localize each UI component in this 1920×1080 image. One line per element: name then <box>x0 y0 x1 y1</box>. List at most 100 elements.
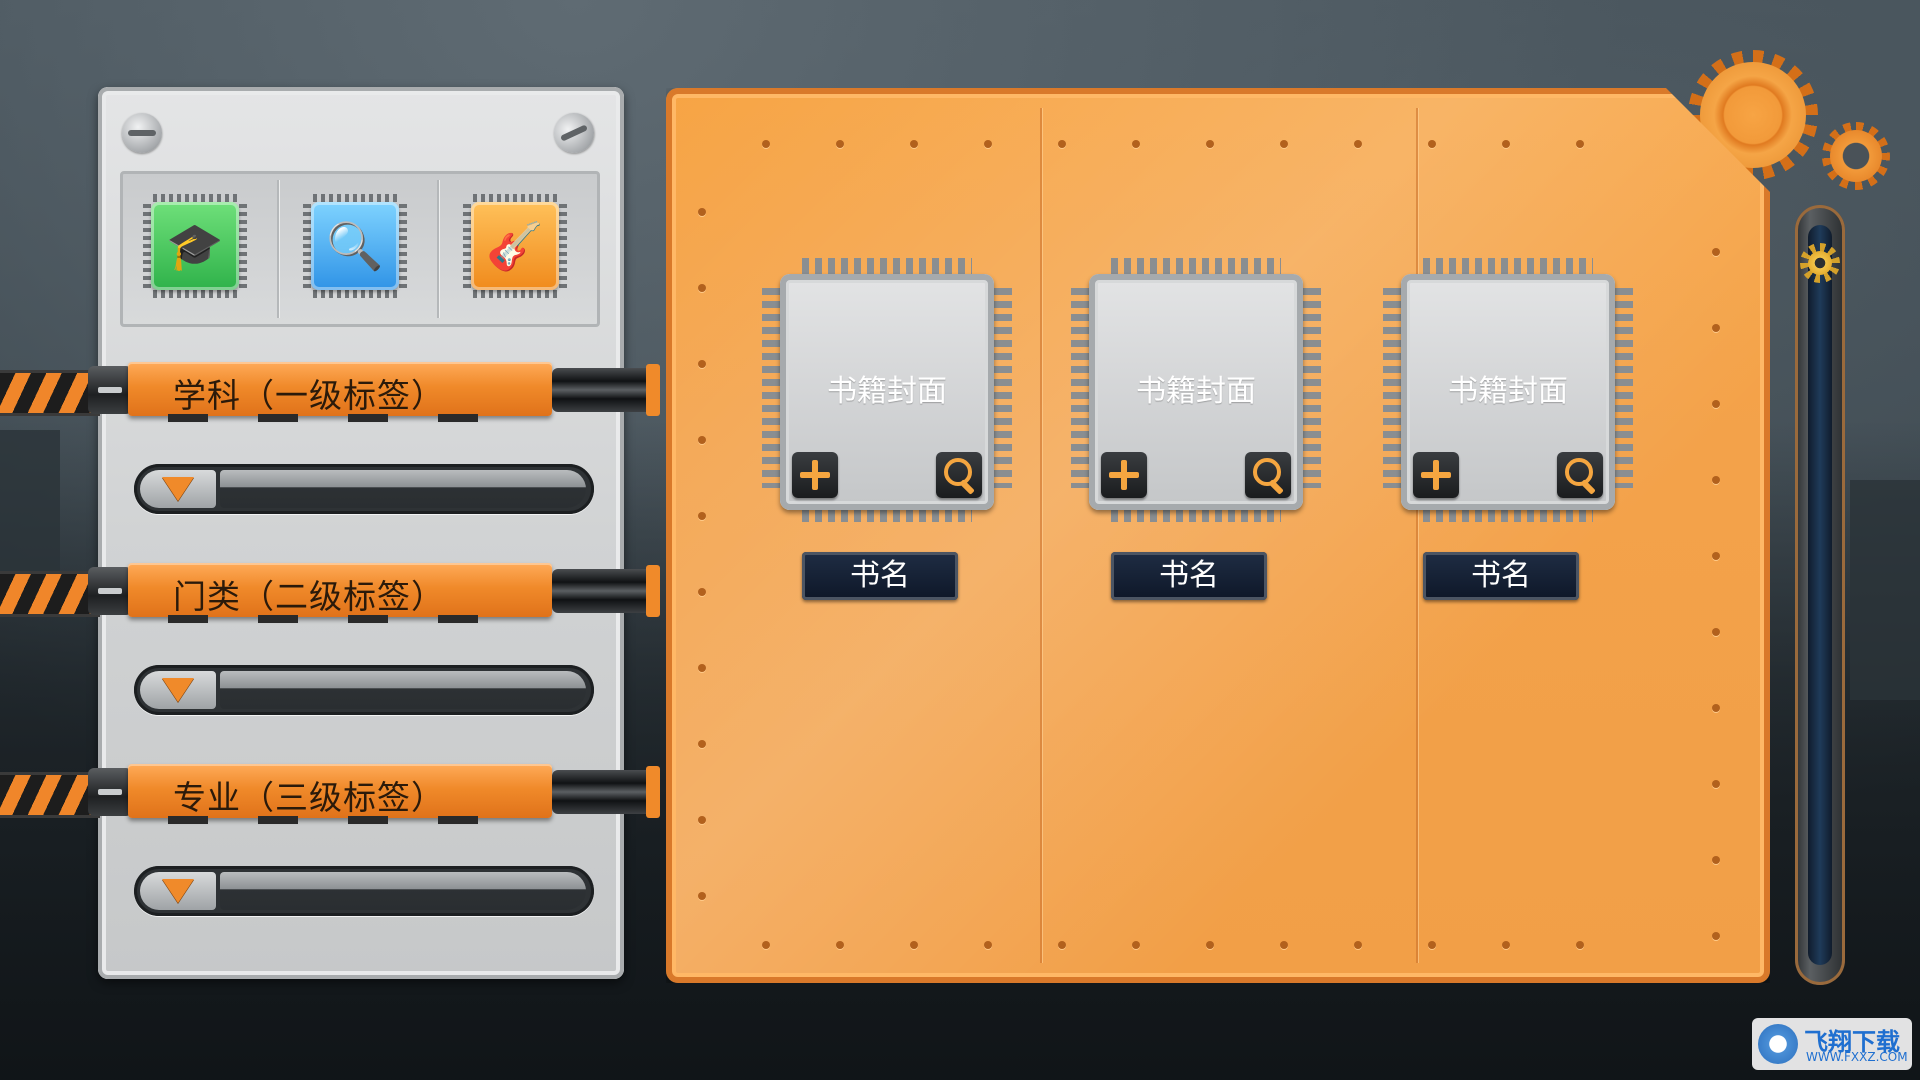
dropdown-toggle[interactable] <box>140 671 216 709</box>
plus-icon <box>800 460 830 490</box>
rivet <box>910 941 918 949</box>
rivet <box>698 436 706 444</box>
book-name: 书名 <box>802 552 958 600</box>
rivet <box>762 941 770 949</box>
pipe-connector <box>552 766 660 818</box>
triangle-down-icon <box>162 477 194 501</box>
category-icon-tray: 🎓 🔍 🎸 <box>120 171 600 327</box>
book-cover[interactable]: 书籍封面 <box>780 274 994 510</box>
rivet <box>1712 856 1720 864</box>
magnifier-icon <box>1565 458 1593 486</box>
rivet <box>1502 941 1510 949</box>
plus-icon <box>1109 460 1139 490</box>
book-cover-text: 书籍封面 <box>827 374 947 409</box>
triangle-down-icon <box>162 879 194 903</box>
major-dropdown[interactable] <box>134 866 594 916</box>
category-label-bar-1: 学科（一级标签） <box>0 360 660 422</box>
magnifier-icon <box>1253 458 1281 486</box>
rivet <box>1502 140 1510 148</box>
rivet <box>836 140 844 148</box>
rivet <box>1058 941 1066 949</box>
add-book-button[interactable] <box>792 452 838 498</box>
rivet <box>984 941 992 949</box>
view-book-button[interactable] <box>936 452 982 498</box>
rivet <box>698 360 706 368</box>
book-shelf-board: 书籍封面 书名 书籍封面 书名 书籍封面 书名 <box>666 88 1770 983</box>
plus-icon <box>1421 460 1451 490</box>
view-book-button[interactable] <box>1557 452 1603 498</box>
rivet <box>1576 140 1584 148</box>
category-label-discipline: 门类（二级标签） <box>173 577 445 616</box>
book-card[interactable]: 书籍封面 书名 <box>1071 254 1321 600</box>
rivet <box>1206 941 1214 949</box>
book-card[interactable]: 书籍封面 书名 <box>1383 254 1633 600</box>
clamp <box>88 768 132 816</box>
pipe-connector <box>552 565 660 617</box>
background-building <box>0 430 60 590</box>
dropdown-toggle[interactable] <box>140 470 216 508</box>
rivet <box>1280 941 1288 949</box>
document-search-icon: 🔍 <box>311 202 399 290</box>
background-building <box>1850 480 1920 700</box>
rivet <box>698 512 706 520</box>
hazard-stripe <box>0 772 100 818</box>
watermark: 飞翔下载 WWW.FXXZ.COM <box>1752 1018 1912 1070</box>
book-cover[interactable]: 书籍封面 <box>1089 274 1303 510</box>
rivet <box>1712 324 1720 332</box>
rivet <box>1712 400 1720 408</box>
small-gear-icon <box>1822 122 1890 190</box>
rivet <box>1280 140 1288 148</box>
rivet <box>698 892 706 900</box>
music-category-button[interactable]: 🎸 <box>463 194 567 298</box>
view-book-button[interactable] <box>1245 452 1291 498</box>
rivet <box>1712 476 1720 484</box>
category-label-major: 专业（三级标签） <box>173 778 445 817</box>
rivet <box>1354 140 1362 148</box>
rivet <box>1712 628 1720 636</box>
rivet <box>1132 941 1140 949</box>
triangle-down-icon <box>162 678 194 702</box>
magnifier-icon <box>944 458 972 486</box>
rivet <box>1712 780 1720 788</box>
rivet <box>836 941 844 949</box>
document-search-button[interactable]: 🔍 <box>303 194 407 298</box>
subject-dropdown[interactable] <box>134 464 594 514</box>
rivet <box>1058 140 1066 148</box>
rivet <box>698 208 706 216</box>
scroll-track[interactable] <box>1808 225 1832 965</box>
gear-scroll-thumb-icon[interactable] <box>1800 243 1840 283</box>
dropdown-toggle[interactable] <box>140 872 216 910</box>
book-card[interactable]: 书籍封面 书名 <box>762 254 1012 600</box>
graduation-cap-icon: 🎓 <box>151 202 239 290</box>
vertical-scrollbar[interactable] <box>1795 205 1845 985</box>
site-logo-icon <box>1758 1024 1798 1064</box>
rivet <box>1354 941 1362 949</box>
rivet <box>1428 941 1436 949</box>
subject-category-button[interactable]: 🎓 <box>143 194 247 298</box>
filter-panel: 🎓 🔍 🎸 <box>98 87 624 979</box>
rivet <box>698 664 706 672</box>
rivet <box>1206 140 1214 148</box>
discipline-dropdown[interactable] <box>134 665 594 715</box>
rivet <box>1712 552 1720 560</box>
book-cover-text: 书籍封面 <box>1448 374 1568 409</box>
book-name: 书名 <box>1111 552 1267 600</box>
add-book-button[interactable] <box>1101 452 1147 498</box>
watermark-brand: 飞翔下载 <box>1804 1028 1900 1056</box>
hazard-stripe <box>0 571 100 617</box>
rivet <box>762 140 770 148</box>
add-book-button[interactable] <box>1413 452 1459 498</box>
book-name: 书名 <box>1423 552 1579 600</box>
hazard-stripe <box>0 370 100 416</box>
category-label-subject: 学科（一级标签） <box>173 376 445 415</box>
book-cover[interactable]: 书籍封面 <box>1401 274 1615 510</box>
screw-icon <box>122 113 162 153</box>
clamp <box>88 366 132 414</box>
rivet <box>698 740 706 748</box>
category-label-bar-3: 专业（三级标签） <box>0 762 660 824</box>
book-cover-text: 书籍封面 <box>1136 374 1256 409</box>
rivet <box>1576 941 1584 949</box>
pipe-connector <box>552 364 660 416</box>
screw-icon <box>547 106 601 160</box>
rivet <box>984 140 992 148</box>
